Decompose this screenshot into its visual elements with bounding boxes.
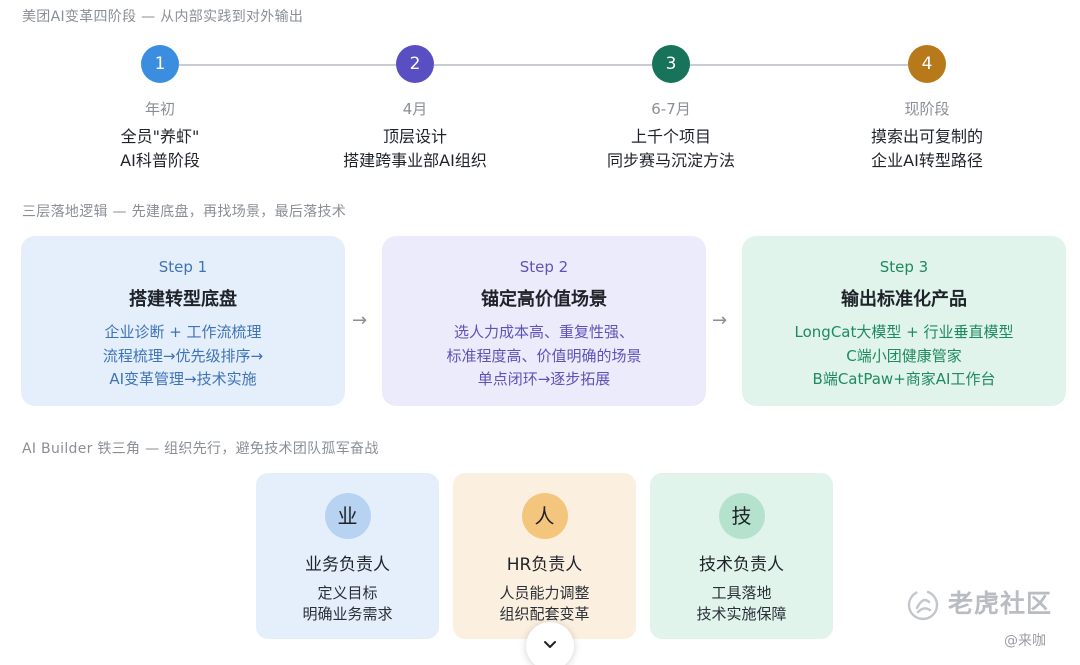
- step-description-line: C端小团健康管家: [846, 346, 962, 365]
- stage-description: 上千个项目 同步赛马沉淀方法: [556, 125, 786, 173]
- stage-number-badge: 3: [652, 45, 690, 83]
- roles-section-title: AI Builder 铁三角 — 组织先行，避免技术团队孤军奋战: [22, 441, 379, 457]
- role-description: 工具落地 技术实施保障: [650, 583, 833, 625]
- step-description-line: 企业诊断 + 工作流梳理: [104, 323, 262, 341]
- role-title: HR负责人: [506, 555, 583, 575]
- step-card-1: Step 1 搭建转型底盘 企业诊断 + 工作流梳理 流程梳理→优先级排序→ A…: [21, 236, 345, 406]
- role-card-tech: 技 技术负责人 工具落地 技术实施保障: [650, 473, 833, 639]
- stage-description-line: 全员"养虾": [120, 127, 200, 146]
- role-description-line: 技术实施保障: [696, 605, 787, 623]
- timeline-section-title: 美团AI变革四阶段 — 从内部实践到对外输出: [22, 9, 304, 25]
- timeline-stage-3: 3 6-7月 上千个项目 同步赛马沉淀方法: [556, 45, 786, 173]
- step-description-line: 单点闭环→逐步拓展: [477, 370, 611, 388]
- step-description-line: 流程梳理→优先级排序→: [102, 346, 264, 365]
- step-card-3: Step 3 输出标准化产品 LongCat大模型 + 行业垂直模型 C端小团健…: [742, 236, 1066, 406]
- role-card-business: 业 业务负责人 定义目标 明确业务需求: [256, 473, 439, 639]
- tiger-logo-icon: [907, 589, 939, 621]
- arrow-right-icon: →: [712, 310, 728, 331]
- timeline-connector: [689, 64, 908, 66]
- role-description: 定义目标 明确业务需求: [256, 583, 439, 625]
- role-title: 业务负责人: [305, 555, 390, 575]
- timeline-stage-4: 4 现阶段 摸索出可复制的 企业AI转型路径: [812, 45, 1042, 173]
- expand-button[interactable]: [526, 622, 574, 665]
- step-description: 选人力成本高、重复性强、 标准程度高、价值明确的场景 单点闭环→逐步拓展: [382, 321, 706, 392]
- stage-date: 4月: [402, 100, 428, 118]
- step-description-line: B端CatPaw+商家AI工作台: [812, 370, 996, 388]
- step-label: Step 2: [519, 258, 569, 276]
- role-description-line: 组织配套变革: [499, 605, 590, 623]
- role-description-line: 定义目标: [317, 584, 378, 602]
- timeline-connector: [179, 64, 397, 66]
- stage-description: 摸索出可复制的 企业AI转型路径: [812, 125, 1042, 173]
- stage-description-line: 企业AI转型路径: [871, 151, 983, 170]
- watermark-handle: @来咖: [1004, 633, 1046, 649]
- stage-description: 全员"养虾" AI科普阶段: [45, 125, 275, 173]
- step-label: Step 1: [158, 258, 208, 276]
- role-title: 技术负责人: [699, 555, 784, 575]
- role-card-hr: 人 HR负责人 人员能力调整 组织配套变革: [453, 473, 636, 639]
- timeline-stage-1: 1 年初 全员"养虾" AI科普阶段: [45, 45, 275, 173]
- stage-date: 6-7月: [651, 100, 691, 118]
- person-icon: 人: [521, 493, 568, 539]
- step-description-line: 选人力成本高、重复性强、: [453, 323, 634, 341]
- role-description: 人员能力调整 组织配套变革: [453, 583, 636, 625]
- step-description-line: 标准程度高、价值明确的场景: [446, 346, 642, 365]
- stage-description-line: 顶层设计: [382, 127, 447, 146]
- timeline-stage-2: 2 4月 顶层设计 搭建跨事业部AI组织: [300, 45, 530, 173]
- step-description: LongCat大模型 + 行业垂直模型 C端小团健康管家 B端CatPaw+商家…: [742, 321, 1066, 392]
- step-description-line: LongCat大模型 + 行业垂直模型: [794, 323, 1014, 341]
- stage-date: 年初: [144, 100, 175, 118]
- step-title: 输出标准化产品: [841, 289, 967, 310]
- role-description-line: 工具落地: [711, 584, 772, 602]
- stage-number-badge: 4: [908, 45, 946, 83]
- stage-description: 顶层设计 搭建跨事业部AI组织: [300, 125, 530, 173]
- stage-description-line: AI科普阶段: [120, 151, 200, 170]
- business-icon: 业: [324, 493, 371, 539]
- chevron-down-icon: [544, 641, 556, 648]
- steps-section-title: 三层落地逻辑 — 先建底盘，再找场景，最后落技术: [22, 204, 347, 220]
- step-title: 搭建转型底盘: [129, 289, 237, 310]
- stage-description-line: 上千个项目: [630, 127, 711, 146]
- stage-number-badge: 1: [141, 45, 179, 83]
- stage-description-line: 摸索出可复制的: [870, 127, 983, 146]
- step-card-2: Step 2 锚定高价值场景 选人力成本高、重复性强、 标准程度高、价值明确的场…: [382, 236, 706, 406]
- arrow-right-icon: →: [352, 310, 368, 331]
- stage-description-line: 搭建跨事业部AI组织: [343, 151, 487, 170]
- step-description-line: AI变革管理→技术实施: [109, 370, 257, 388]
- role-description-line: 明确业务需求: [302, 605, 393, 623]
- tech-icon: 技: [718, 493, 765, 539]
- step-label: Step 3: [879, 258, 929, 276]
- stage-date: 现阶段: [904, 100, 950, 118]
- role-description-line: 人员能力调整: [499, 584, 590, 602]
- step-description: 企业诊断 + 工作流梳理 流程梳理→优先级排序→ AI变革管理→技术实施: [21, 321, 345, 392]
- stage-description-line: 同步赛马沉淀方法: [606, 151, 735, 170]
- step-title: 锚定高价值场景: [481, 289, 607, 310]
- stage-number-badge: 2: [396, 45, 434, 83]
- watermark-text: 老虎社区: [948, 589, 1053, 618]
- timeline-connector: [434, 64, 652, 66]
